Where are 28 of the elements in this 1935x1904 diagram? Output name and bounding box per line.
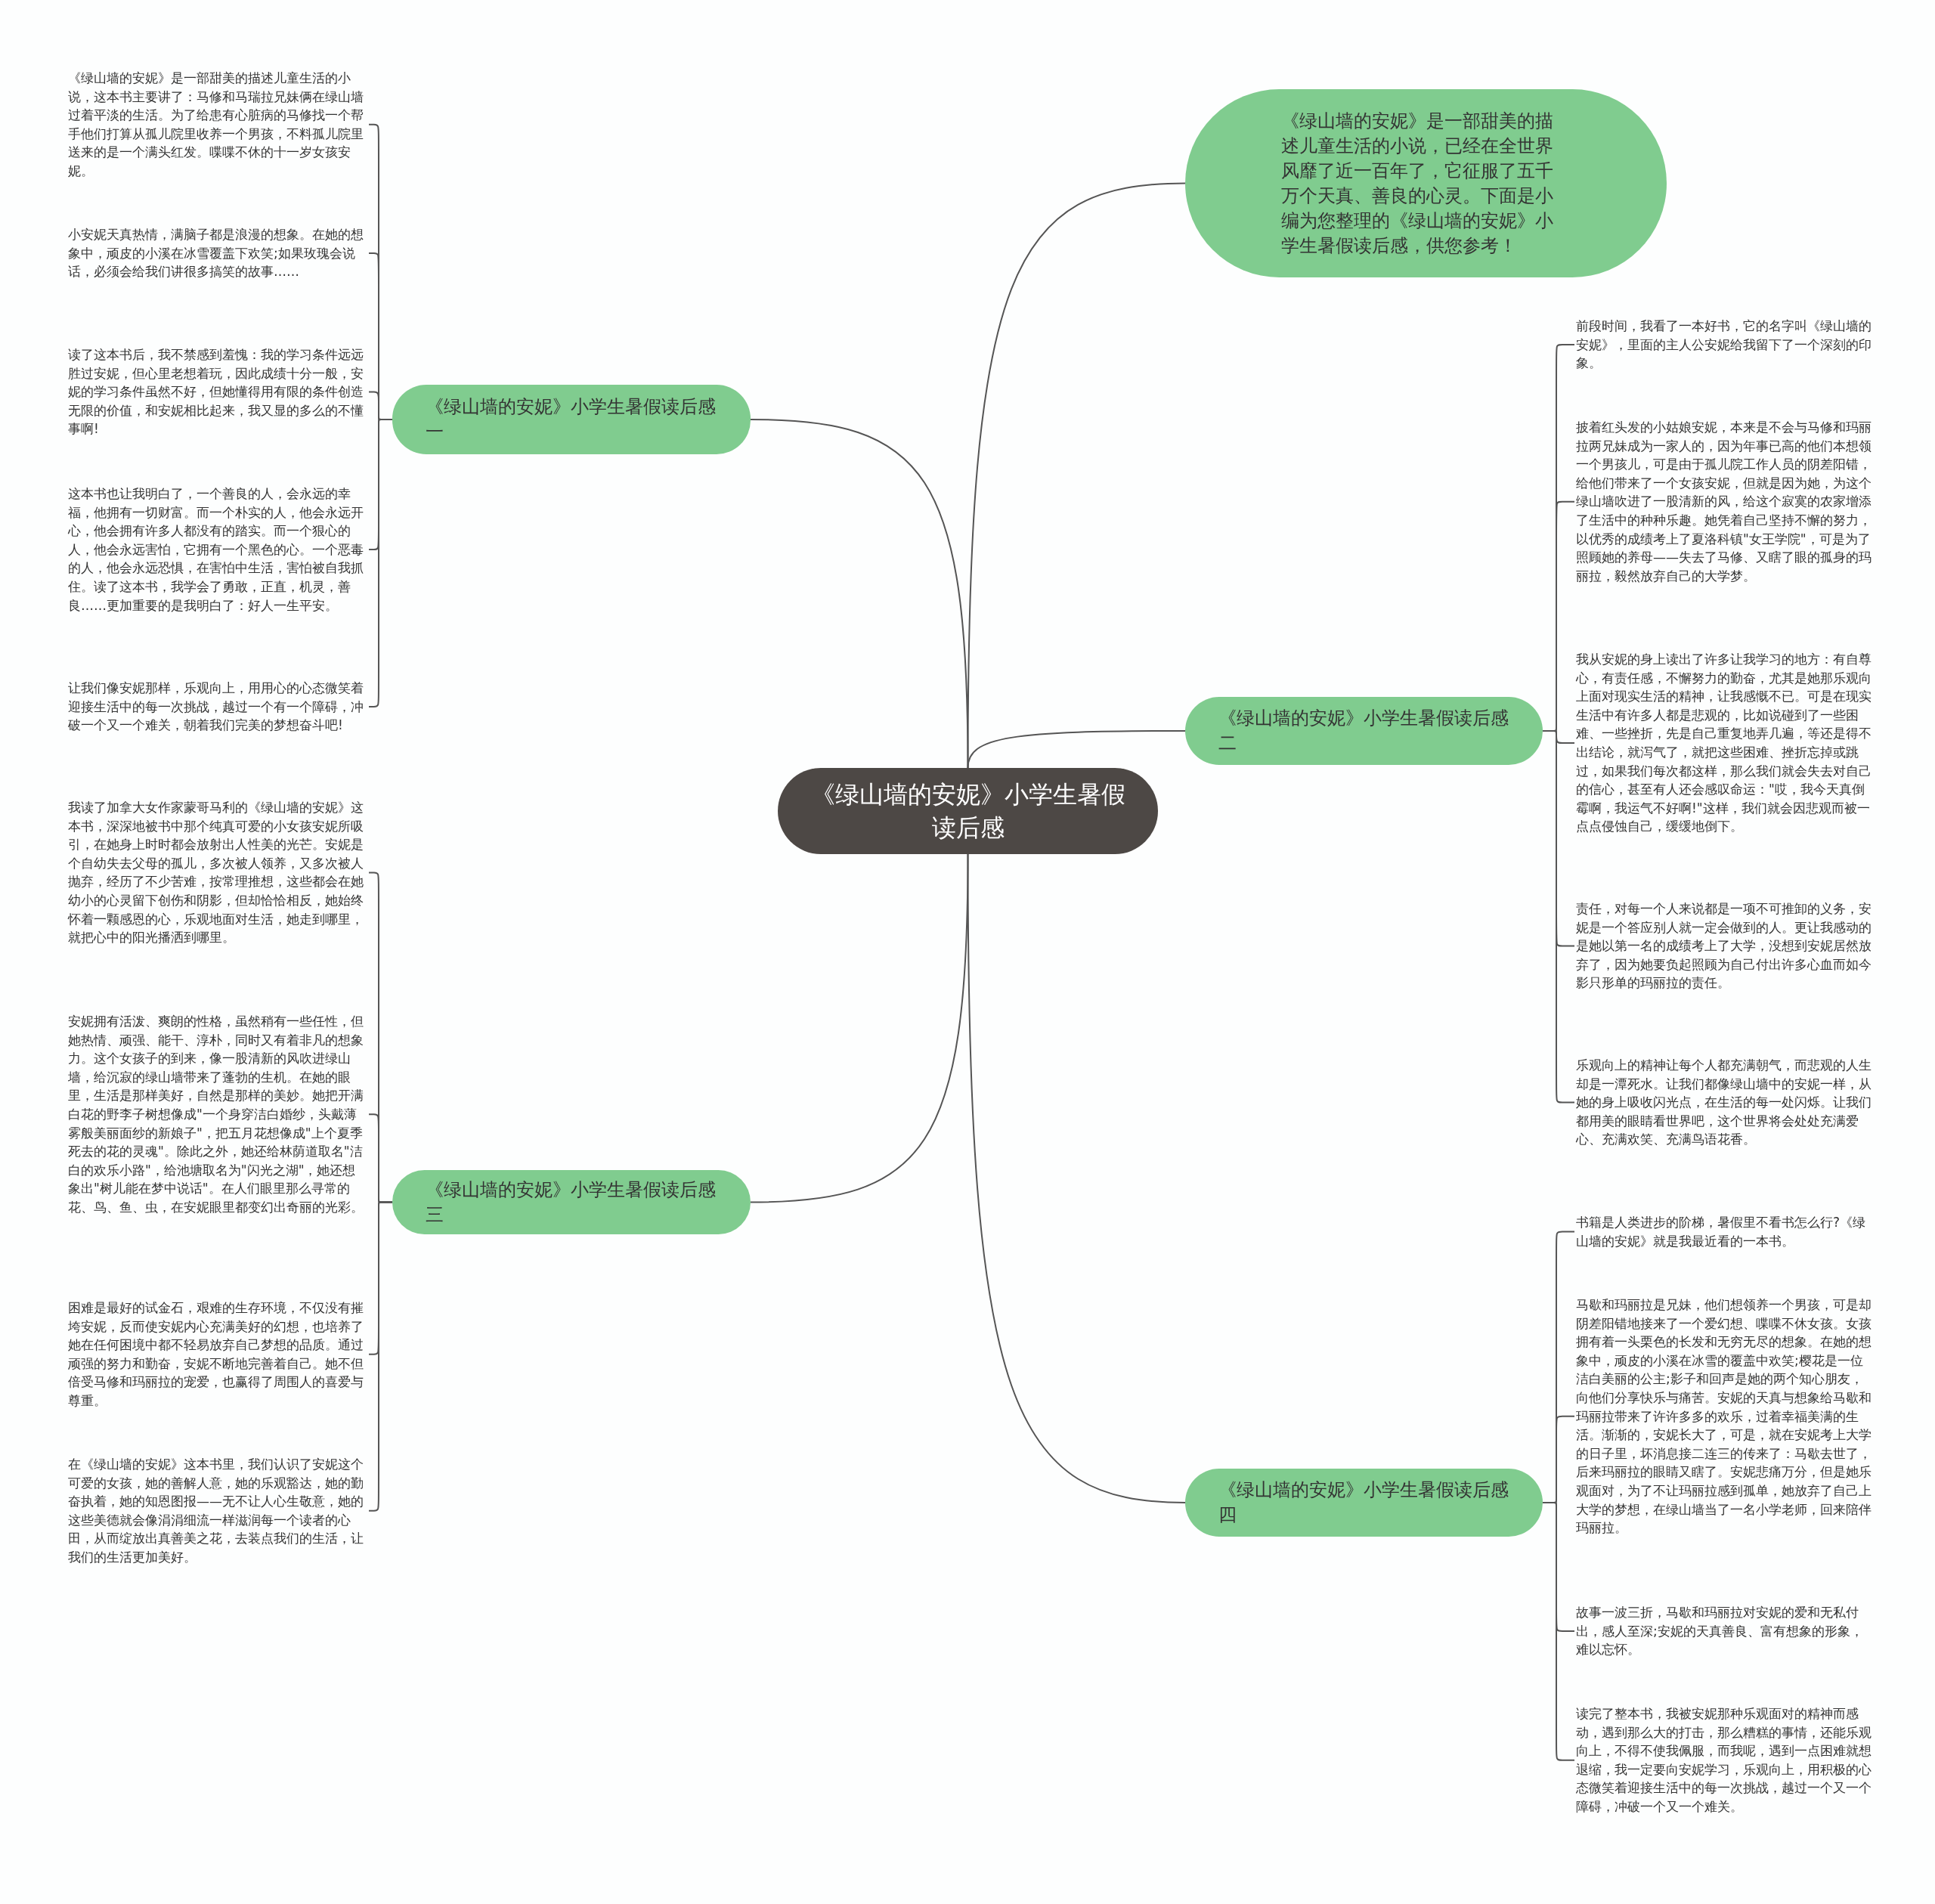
branch-topic: 《绿山墙的安妮》小学生暑假读后感二 [1185, 697, 1543, 765]
note-text: 读完了整本书，我被安妮那种乐观面对的精神而感动，遇到那么大的打击，那么糟糕的事情，还能乐观向上，不得不使我佩服，而我呢，遇到一点困难就想退缩，我一定要向安妮学习，乐观向上，用积极的心态微笑着迎接生活中的每一次挑战，越过一个又一个障碍，冲破一个又一个难关。 [1574, 1704, 1877, 1816]
connector-line [967, 730, 1186, 769]
central-topic: 《绿山墙的安妮》小学生暑假读后感 [778, 768, 1158, 854]
connector-line [750, 853, 969, 1203]
note-text: 我读了加拿大女作家蒙哥马利的《绿山墙的安妮》这本书，深深地被书中那个纯真可爱的小女孩安妮所吸引，在她身上时时都会放射出人性美的光芒。安妮是个自幼失去父母的孤儿，多次被人领养，又多次被人抛弃，经历了不少苦难，按常理推想，这些都会在她幼小的心灵留下创伤和阴影，但却恰恰相反，她始终怀着一颗感恩的心，乐观地面对生活，她走到哪里，就把心中的阳光播洒到哪里。 [67, 798, 369, 947]
note-text: 这本书也让我明白了，一个善良的人，会永远的幸福，他拥有一切财富。而一个朴实的人，他会永远开心，他会拥有许多人都没有的踏实。而一个狠心的人，他会永远害怕，它拥有一个黑色的心。一个恶毒的人，他会永远恐惧，在害怕中生活，害怕被自我抓住。读了这本书，我学会了勇敢，正直，机灵，善良……更加重要的是我明白了：好人一生平安。 [67, 485, 369, 615]
note-text: 读了这本书后，我不禁感到羞愧：我的学习条件远远胜过安妮，但心里老想着玩，因此成绩十分一般，安妮的学习条件虽然不好，但她懂得用有限的条件创造无限的价值，和安妮相比起来，我又显的多么的不懂事啊! [67, 345, 369, 438]
branch-topic: 《绿山墙的安妮》小学生暑假读后感一 [392, 385, 751, 454]
branch-topic: 《绿山墙的安妮》小学生暑假读后感四 [1185, 1469, 1543, 1537]
note-text: 我从安妮的身上读出了许多让我学习的地方：有自尊心，有责任感，不懈努力的勤奋，尤其是她那乐观向上面对现实生活的精神，让我感慨不已。可是在现实生活中有许多人都是悲观的，比如说碰到了一些困难、一些挫折，先是自己重复地弄几遍，等还是得不出结论，就泻气了，就把这些困难、挫折忘掉或跳过，如果我们每次都这样，那么我们就会失去对自己的信心，甚至有人还会感叹命运："哎，我今天真倒霉啊，我运气不好啊!"这样，我们就会因悲观而被一点点侵蚀自己，缓缓地倒下。 [1574, 650, 1877, 836]
note-text: 披着红头发的小姑娘安妮，本来是不会与马修和玛丽拉两兄妹成为一家人的，因为年事已高的他们本想领一个男孩儿，可是由于孤儿院工作人员的阴差阳错，给他们带来了一个女孩安妮，但就是因为她，为这个绿山墙吹进了一股清新的风，给这个寂寞的农家增添了生活中的种种乐趣。她凭着自己坚持不懈的努力，以优秀的成绩考上了夏洛科镇"女王学院"，可是为了照顾她的养母——失去了马修、又瞎了眼的孤身的玛丽拉，毅然放弃自己的大学梦。 [1574, 418, 1877, 586]
topic-bubble: 《绿山墙的安妮》是一部甜美的描述儿童生活的小说，已经在全世界风靡了近一百年了，它征服了五千万个天真、善良的心灵。下面是小编为您整理的《绿山墙的安妮》小学生暑假读后感，供您参考！ [1185, 89, 1667, 277]
connector-line [967, 853, 1186, 1503]
note-text: 前段时间，我看了一本好书，它的名字叫《绿山墙的安妮》，里面的主人公安妮给我留下了一个深刻的印象。 [1574, 317, 1877, 373]
note-text: 困难是最好的试金石，艰难的生存环境，不仅没有摧垮安妮，反而使安妮内心充满美好的幻想，也培养了她在任何困境中都不轻易放弃自己梦想的品质。通过顽强的努力和勤奋，安妮不断地完善着自己。她不但倍受马修和玛丽拉的宠爱，也赢得了周围人的喜爱与尊重。 [67, 1299, 369, 1410]
note-text: 书籍是人类进步的阶梯，暑假里不看书怎么行?《绿山墙的安妮》就是我最近看的一本书。 [1574, 1213, 1877, 1251]
note-text: 《绿山墙的安妮》是一部甜美的描述儿童生活的小说，这本书主要讲了：马修和马瑞拉兄妹俩在绿山墙过着平淡的生活。为了给患有心脏病的马修找一个帮手他们打算从孤儿院里收养一个男孩，不料孤儿院里送来的是一个满头红发。喋喋不休的十一岁女孩安妮。 [67, 69, 369, 181]
note-text: 让我们像安妮那样，乐观向上，用用心的心态微笑着迎接生活中的每一次挑战，越过一个有一个障碍，冲破一个又一个难关，朝着我们完美的梦想奋斗吧! [67, 679, 369, 735]
note-text: 乐观向上的精神让每个人都充满朝气，而悲观的人生却是一潭死水。让我们都像绿山墙中的安妮一样，从她的身上吸收闪光点，在生活的每一处闪烁。让我们都用美的眼睛看世界吧，这个世界将会处处充满爱心、充满欢笑、充满鸟语花香。 [1574, 1056, 1877, 1149]
note-text: 在《绿山墙的安妮》这本书里，我们认识了安妮这个可爱的女孩，她的善解人意，她的乐观豁达，她的勤奋执着，她的知恩图报——无不让人心生敬意，她的这些美德就会像涓涓细流一样滋润每一个读者的心田，从而绽放出真善美之花，去装点我们的生活，让我们的生活更加美好。 [67, 1455, 369, 1567]
note-text: 马歇和玛丽拉是兄妹，他们想领养一个男孩，可是却阴差阳错地接来了一个爱幻想、喋喋不休女孩。女孩拥有着一头栗色的长发和无穷无尽的想象。在她的想象中，顽皮的小溪在冰雪的覆盖中欢笑;樱花是一位洁白美丽的公主;影子和回声是她的两个知心朋友，向他们分享快乐与痛苦。安妮的天真与想象给马歇和玛丽拉带来了许许多多的欢乐，过着幸福美满的生活。渐渐的，安妮长大了，可是，就在安妮考上大学的日子里，坏消息接二连三的传来了：马歇去世了，后来玛丽拉的眼睛又瞎了。安妮悲痛万分，但是她乐观面对，为了不让玛丽拉感到孤单，她放弃了自己上大学的梦想，在绿山墙当了一名小学老师，回来陪伴玛丽拉。 [1574, 1296, 1877, 1537]
note-text: 责任，对每一个人来说都是一项不可推卸的义务，安妮是一个答应别人就一定会做到的人。更让我感动的是她以第一名的成绩考上了大学，没想到安妮居然放弃了，因为她要负起照顾为自己付出许多心血而如今影只形单的玛丽拉的责任。 [1574, 899, 1877, 992]
note-text: 小安妮天真热情，满脑子都是浪漫的想象。在她的想象中，顽皮的小溪在冰雪覆盖下欢笑;如果玫瑰会说话，必须会给我们讲很多搞笑的故事…… [67, 225, 369, 281]
note-text: 安妮拥有活泼、爽朗的性格，虽然稍有一些任性，但她热情、顽强、能干、淳朴，同时又有着非凡的想象力。这个女孩子的到来，像一股清新的风吹进绿山墙，给沉寂的绿山墙带来了蓬勃的生机。在她的眼里，生活是那样美好，自然是那样的美妙。她把开满白花的野李子树想像成"一个身穿洁白婚纱，头戴薄雾般美丽面纱的新娘子"，把五月花想像成"上个夏季死去的花的灵魂"。除此之外，她还给林荫道取名"洁白的欢乐小路"，给池塘取名为"闪光之湖"，她还想象出"树儿能在梦中说话"。在人们眼里那么寻常的花、鸟、鱼、虫，在安妮眼里都变幻出奇丽的光彩。 [67, 1012, 369, 1217]
connector-line [750, 419, 969, 769]
note-text: 故事一波三折，马歇和玛丽拉对安妮的爱和无私付出，感人至深;安妮的天真善良、富有想象的形象，难以忘怀。 [1574, 1603, 1877, 1659]
branch-topic: 《绿山墙的安妮》小学生暑假读后感三 [392, 1170, 751, 1234]
